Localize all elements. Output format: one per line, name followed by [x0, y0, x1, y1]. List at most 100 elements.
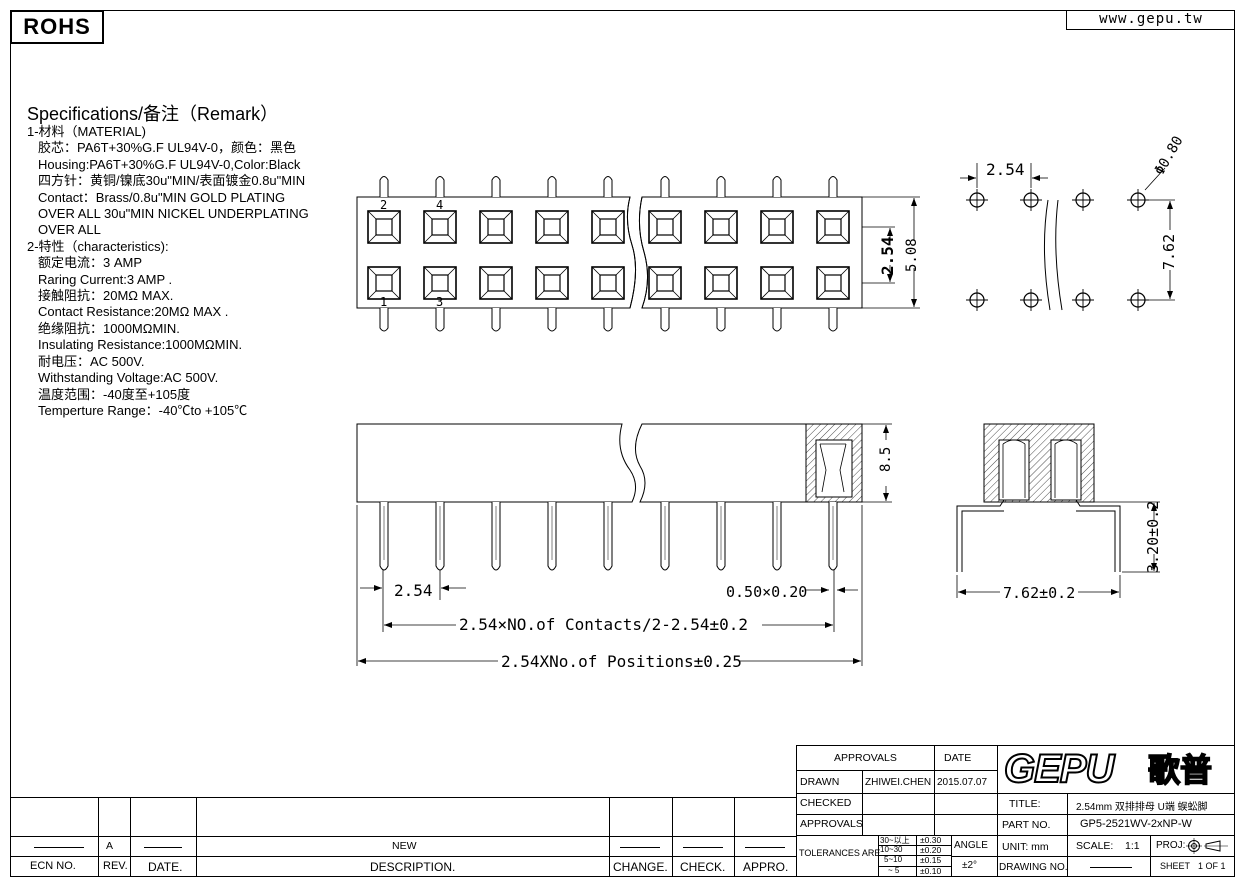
footprint-hole-crosshair — [1072, 289, 1094, 311]
pin-tail-bottom — [435, 308, 445, 332]
drawn-label: DRAWN — [800, 776, 840, 788]
check-header: CHECK. — [680, 860, 726, 874]
spec-line: 额定电流：3 AMP — [38, 255, 143, 271]
pin-label-4: 4 — [436, 198, 443, 212]
tol-value-1: ±0.30 — [920, 835, 942, 845]
scale-value: 1:1 — [1125, 840, 1140, 852]
contact-square-inner — [487, 274, 505, 292]
tol-value-3: ±0.15 — [920, 855, 942, 865]
spec-line: Withstanding Voltage:AC 500V. — [38, 370, 219, 386]
change-header: CHANGE. — [613, 860, 668, 874]
contact-square-chamfer — [816, 210, 850, 244]
website-label[interactable]: www.gepu.tw — [1066, 10, 1235, 30]
drawn-name: ZHIWEI.CHEN — [865, 777, 932, 788]
pin-label-2: 2 — [380, 198, 387, 212]
spec-line: Raring Current:3 AMP . — [38, 271, 173, 287]
contact-square-chamfer — [704, 266, 738, 300]
tol-range-2: 10~30 — [880, 845, 903, 854]
spec-line: Contact Resistance:20MΩ MAX . — [38, 304, 229, 320]
drawn-date: 2015.07.07 — [937, 777, 988, 788]
contact-square-chamfer — [760, 266, 794, 300]
dim-row-spacing: 7.62 — [1160, 234, 1178, 270]
part-no-value: GP5-2521WV-2xNP-W — [1080, 818, 1192, 830]
ecn-header: ECN NO. — [30, 860, 76, 872]
pin-tail-top — [547, 176, 557, 197]
spec-line: 四方针：黄铜/镍底30u"MIN/表面镀金0.8u"MIN — [38, 173, 306, 189]
footprint-hole-crosshair — [966, 289, 988, 311]
contact-square-inner — [599, 274, 617, 292]
contact-square-chamfer — [367, 266, 401, 300]
spec-line: Temperture Range：-40℃to +105℃ — [38, 402, 248, 418]
specifications-block: Specifications/备注（Remark） 1-材料（MATERIAL)… — [27, 104, 309, 419]
pin-tail-top — [828, 176, 838, 197]
contact-square-inner — [712, 218, 730, 236]
spec-line: OVER ALL 30u"MIN NICKEL UNDERPLATING — [38, 206, 309, 222]
spec-line: OVER ALL — [38, 222, 101, 238]
contact-square-inner — [375, 218, 393, 236]
contact-square-chamfer — [367, 210, 401, 244]
spec-line: 接触阻抗：20MΩ MAX. — [38, 288, 174, 304]
footprint-hole-crosshair — [1020, 189, 1042, 211]
dim-leg-height: 3.20±0.2 — [1144, 501, 1162, 573]
contact-square-chamfer — [479, 210, 513, 244]
sheet-label: SHEET — [1160, 861, 1191, 871]
pin-tail-top — [660, 176, 670, 197]
contact-square-inner — [599, 218, 617, 236]
contact-square-inner — [375, 274, 393, 292]
date-column-header: DATE — [944, 752, 972, 764]
pin-tail-top — [435, 176, 445, 197]
angle-value: ±2° — [962, 860, 978, 871]
dim-hole-diameter: Φ0.80 — [1152, 133, 1187, 178]
approvals-label: APPROVALS — [800, 818, 863, 830]
pin-tail-bottom — [716, 308, 726, 332]
pin-tail-bottom — [828, 308, 838, 332]
top-view-dims — [862, 196, 920, 309]
pin-tail-bottom — [491, 308, 501, 332]
contact-square-chamfer — [479, 266, 513, 300]
pin-tail-top — [772, 176, 782, 197]
spec-line: 耐电压：AC 500V. — [38, 353, 145, 369]
description-value: NEW — [392, 840, 417, 852]
contact-square-inner — [543, 218, 561, 236]
dim-row-pitch: 2.54 — [878, 236, 897, 275]
pin-tail-bottom — [379, 308, 389, 332]
title-label: TITLE: — [1009, 798, 1041, 810]
contact-square-chamfer — [535, 266, 569, 300]
contact-square-inner — [656, 274, 674, 292]
rev-header: REV. — [103, 860, 128, 872]
contact-square-chamfer — [816, 266, 850, 300]
pin-tail-top — [491, 176, 501, 197]
dim-height: 8.5 — [878, 447, 894, 472]
spec-line: 1-材料（MATERIAL) — [27, 124, 146, 139]
pin-tail-top — [716, 176, 726, 197]
title-value: 2.54mm 双排排母 U端 蜈蚣脚 — [1076, 802, 1208, 813]
specifications-title: Specifications/备注（Remark） — [27, 104, 279, 124]
side-view — [356, 423, 892, 666]
drawing-frame — [10, 10, 1235, 877]
spec-line: 胶芯：PA6T+30%G.F UL94V-0，颜色：黑色 — [38, 140, 297, 156]
contact-square-chamfer — [704, 210, 738, 244]
contact-square-chamfer — [760, 210, 794, 244]
contact-square-inner — [712, 274, 730, 292]
pin-tail-bottom — [660, 308, 670, 332]
contact-square-inner — [487, 218, 505, 236]
tol-range-4: ~ 5 — [888, 866, 900, 875]
approvals-header: APPROVALS — [834, 752, 897, 764]
spec-line: Housing:PA6T+30%G.F UL94V-0,Color:Black — [38, 156, 301, 172]
dim-body-width: 5.08 — [904, 238, 920, 272]
pin-tail-bottom — [772, 308, 782, 332]
specifications-lines: 1-材料（MATERIAL)胶芯：PA6T+30%G.F UL94V-0，颜色：… — [27, 124, 309, 419]
end-view — [956, 423, 1160, 598]
sheet-value: 1 OF 1 — [1198, 861, 1226, 871]
scale-label: SCALE: — [1076, 840, 1114, 852]
tol-value-4: ±0.10 — [920, 866, 942, 876]
tol-range-3: 5~10 — [884, 855, 903, 864]
checked-label: CHECKED — [800, 797, 852, 809]
footprint-hole-crosshair — [966, 189, 988, 211]
dim-contacts-length: 2.54×NO.of Contacts/2-2.54±0.2 — [459, 615, 748, 634]
date-header: DATE. — [148, 860, 183, 874]
part-no-label: PART NO. — [1002, 819, 1051, 831]
contact-square-chamfer — [648, 210, 682, 244]
footprint-hole-crosshair — [1020, 289, 1042, 311]
dim-positions-length: 2.54XNo.of Positions±0.25 — [501, 652, 742, 671]
